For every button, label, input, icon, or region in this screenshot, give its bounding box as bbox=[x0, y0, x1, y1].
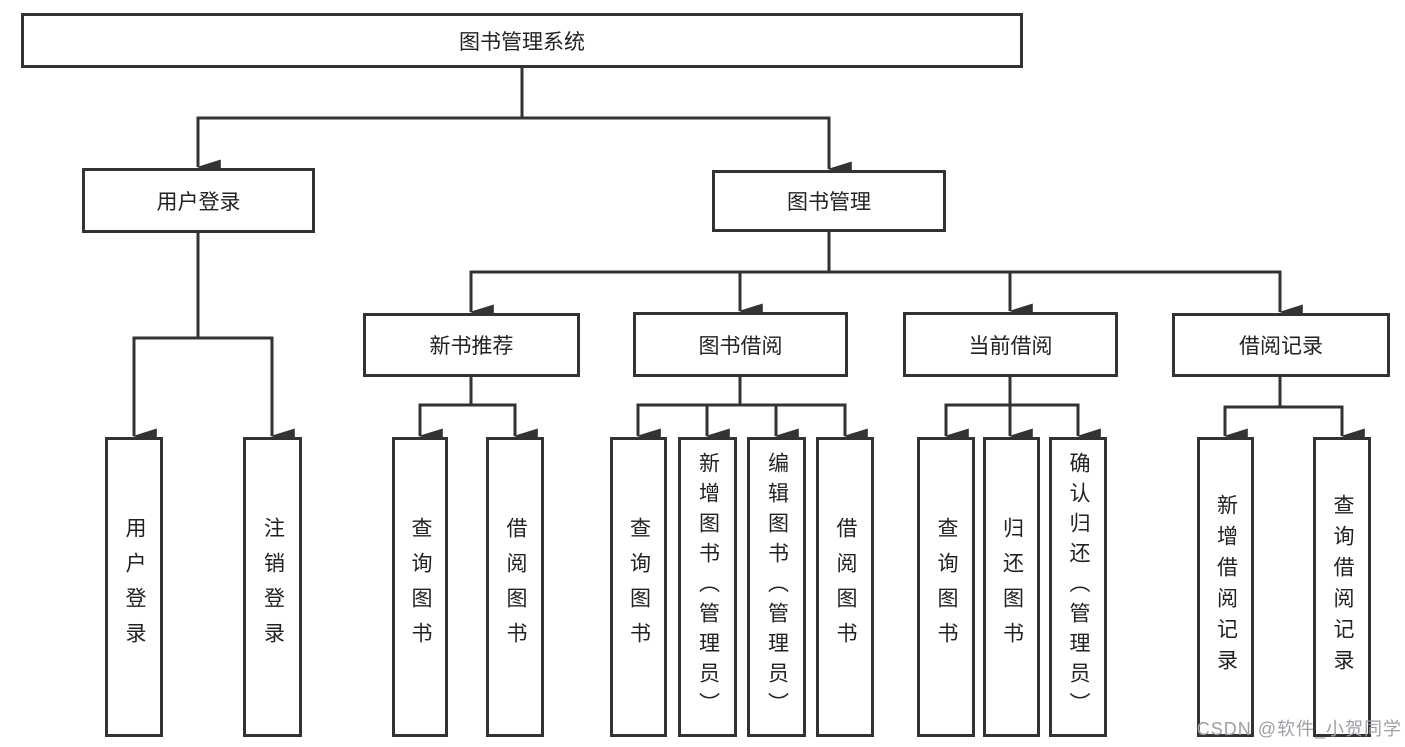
leaf-query-books-current: 查询图书 bbox=[917, 437, 975, 737]
csdn-watermark: CSDN @软件_小贺同学 bbox=[1196, 719, 1402, 739]
leaf-logout: 注销登录 bbox=[243, 437, 302, 737]
node-current-borrow: 当前借阅 bbox=[903, 312, 1118, 377]
leaf-query-borrow-record: 查询借阅记录 bbox=[1313, 437, 1371, 737]
node-new-book-recommend: 新书推荐 bbox=[363, 313, 580, 377]
node-user-login: 用户登录 bbox=[82, 168, 315, 233]
leaf-add-borrow-record: 新增借阅记录 bbox=[1197, 437, 1254, 737]
leaf-return-books: 归还图书 bbox=[983, 437, 1040, 737]
leaf-edit-books-admin: 编辑图书（管理员） bbox=[747, 437, 806, 737]
leaf-query-books-borrow: 查询图书 bbox=[610, 437, 667, 737]
leaf-borrow-books: 借阅图书 bbox=[816, 437, 874, 737]
leaf-query-books-recommend: 查询图书 bbox=[392, 437, 448, 737]
node-borrow-records: 借阅记录 bbox=[1172, 313, 1390, 377]
leaf-user-login: 用户登录 bbox=[105, 437, 163, 737]
leaf-add-books-admin: 新增图书（管理员） bbox=[678, 437, 737, 737]
leaf-confirm-return-admin: 确认归还（管理员） bbox=[1049, 437, 1107, 737]
leaf-borrow-books-recommend: 借阅图书 bbox=[486, 437, 544, 737]
node-book-management: 图书管理 bbox=[712, 170, 946, 232]
node-book-borrow: 图书借阅 bbox=[633, 312, 848, 377]
node-library-system: 图书管理系统 bbox=[21, 13, 1023, 68]
